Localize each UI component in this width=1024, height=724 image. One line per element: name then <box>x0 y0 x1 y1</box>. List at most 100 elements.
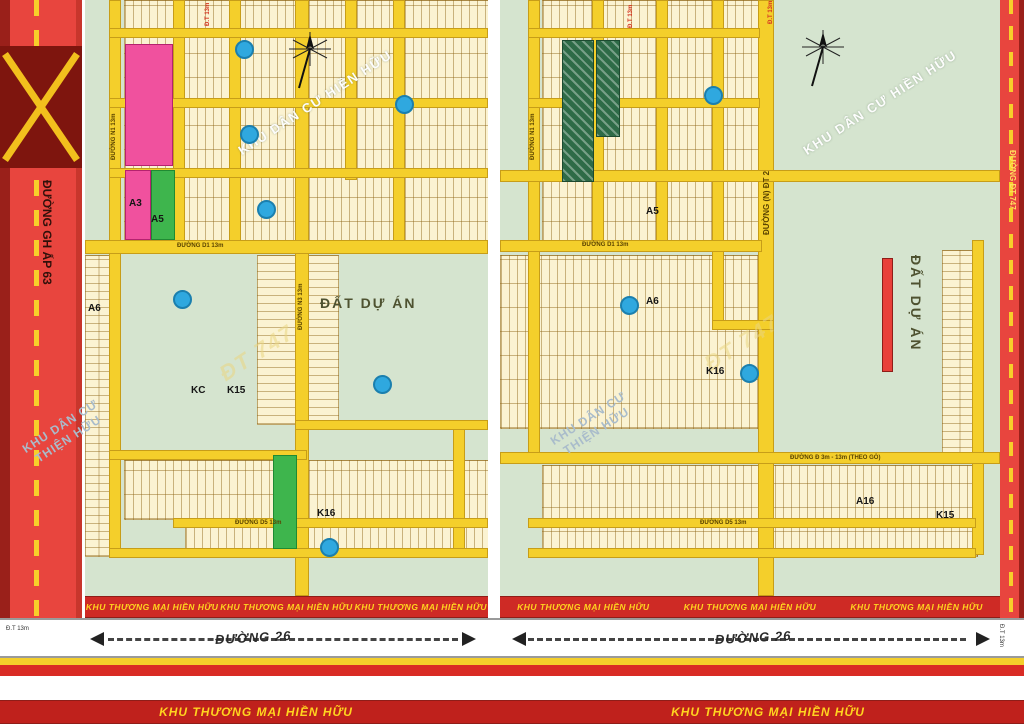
commercial-banner-bottom: KHU THƯƠNG MẠI HIỀN HỮU KHU THƯƠNG MẠI H… <box>0 700 1024 724</box>
road-vertical <box>972 240 984 555</box>
blue-marker <box>620 296 639 315</box>
area-label-project-land: ĐẤT DỰ ÁN <box>908 255 924 352</box>
right-boundary-road: ĐƯỜNG ĐT 747 <box>1000 0 1024 618</box>
road-name-label: ĐƯỜNG (N) ĐT 2 <box>762 170 771 235</box>
road-vertical-main <box>295 0 309 596</box>
bottom-road-name: ĐƯỜNG 26 <box>714 628 792 647</box>
block-badge: K15 <box>227 385 246 396</box>
commercial-banner-text: KHU THƯƠNG MẠI HIỀN HỮU <box>850 602 983 612</box>
block-badge: A6 <box>646 296 659 307</box>
highlighted-block-green <box>151 170 175 240</box>
road-name-label: ĐƯỜNG N3 13m <box>298 283 304 330</box>
road-name-label: ĐƯỜNG D1 13m <box>177 243 224 249</box>
road-horizontal <box>500 452 1000 464</box>
subdivision-map-left: KHU DÂN CƯ HIỀN HỮU ĐẤT DỰ ÁN ĐT 747 ĐƯỜ… <box>85 0 488 596</box>
left-boundary-road: ĐƯỜNG GH ẤP 63 <box>0 0 82 618</box>
road-horizontal-main <box>85 240 488 254</box>
reserved-block-darkgreen <box>562 40 594 182</box>
road-centerline <box>108 638 458 641</box>
road-name-label: ĐƯỜNG N1 13m <box>111 113 117 160</box>
road-center-dashes <box>1009 0 1013 618</box>
closed-block <box>0 46 82 168</box>
road-vertical <box>345 0 357 180</box>
road-horizontal <box>173 518 488 528</box>
road-vertical <box>528 0 540 455</box>
compass-icon <box>798 30 848 93</box>
blue-marker <box>704 86 723 105</box>
blue-marker <box>320 538 339 557</box>
road-name-label: ĐƯỜNG Đ 3m - 13m (THEO GÒ) <box>790 455 881 461</box>
road-horizontal <box>109 548 488 558</box>
direction-arrow-left-icon <box>512 632 526 646</box>
blue-marker <box>395 95 414 114</box>
left-road-name: ĐƯỜNG GH ẤP 63 <box>40 180 54 285</box>
road-horizontal <box>528 518 976 528</box>
commercial-banner-text: KHU THƯƠNG MẠI HIỀN HỮU <box>517 602 650 612</box>
reserved-block-darkgreen <box>596 40 620 137</box>
highlighted-block-green <box>273 455 297 549</box>
subdivision-map-right: KHU DÂN CƯ HIỀN HỮU KHU DÂN CƯ THIỆN HỮU… <box>500 0 1000 596</box>
direction-arrow-left-icon <box>90 632 104 646</box>
road-horizontal <box>528 98 760 108</box>
commercial-banner-text: KHU THƯƠNG MẠI HIỀN HỮU <box>671 705 865 719</box>
blue-marker <box>173 290 192 309</box>
blue-marker <box>240 125 259 144</box>
blue-marker <box>235 40 254 59</box>
area-label-project-land: ĐẤT DỰ ÁN <box>320 295 417 311</box>
road-vertical <box>453 425 465 558</box>
commercial-banner-text: KHU THƯƠNG MẠI HIỀN HỮU <box>85 602 219 612</box>
block-badge: A5 <box>646 206 659 217</box>
road-horizontal <box>109 28 488 38</box>
road-horizontal <box>528 548 976 558</box>
block-badge: KC <box>191 385 206 396</box>
road-vertical-main <box>758 0 774 596</box>
road-horizontal <box>500 170 1000 182</box>
block-badge: A5 <box>151 214 164 225</box>
road-name-label: ĐƯỜNG N1 13m <box>530 113 536 160</box>
direction-arrow-right-icon <box>976 632 990 646</box>
block-badge: K16 <box>317 508 336 519</box>
commercial-banner-text: KHU THƯƠNG MẠI HIỀN HỮU <box>220 602 353 612</box>
commercial-banner-text: KHU THƯƠNG MẠI HIỀN HỮU <box>683 602 817 612</box>
road-name-label: ĐƯỜNG D1 13m <box>582 242 629 248</box>
road-name-label: ĐƯỜNG D5 13m <box>700 520 747 526</box>
block-badge: K16 <box>706 366 725 377</box>
highlighted-block-pink <box>125 170 151 240</box>
road-horizontal <box>109 450 307 460</box>
road-horizontal <box>528 28 760 38</box>
block-badge: A6 <box>88 303 101 314</box>
road-center-dashes <box>34 0 39 618</box>
road-width-note: Đ.T 13m <box>628 4 634 28</box>
right-road-name: ĐƯỜNG ĐT 747 <box>1008 150 1017 210</box>
road-name-label: ĐƯỜNG D5 13m <box>235 520 282 526</box>
road-vertical <box>712 0 724 330</box>
block-badge: K15 <box>936 510 955 521</box>
road-horizontal <box>712 320 774 330</box>
lot-block <box>942 250 978 457</box>
red-road-segment <box>882 258 893 372</box>
blue-marker <box>373 375 392 394</box>
red-strip <box>0 665 1024 676</box>
road-width-note: Đ.T 13m <box>998 624 1004 647</box>
road-horizontal <box>295 420 488 430</box>
blue-marker <box>257 200 276 219</box>
road-vertical <box>109 0 121 558</box>
road-width-note: Đ.T 13m <box>768 0 774 24</box>
blue-marker <box>740 364 759 383</box>
road-horizontal-main <box>500 240 762 252</box>
block-badge: A3 <box>129 198 142 209</box>
yellow-strip <box>0 658 1024 665</box>
commercial-banner-right: KHU THƯƠNG MẠI HIỀN HỮU KHU THƯƠNG MẠI H… <box>500 596 1000 618</box>
x-cross-icon <box>2 52 80 162</box>
road-width-note: Đ.T 13m <box>205 2 211 26</box>
road-centerline <box>528 638 966 641</box>
compass-icon <box>285 32 335 95</box>
bottom-road: ĐƯỜNG 26 ĐƯỜNG 26 Đ.T 13m Đ.T 13m <box>0 618 1024 658</box>
road-edge-stripe <box>1019 0 1024 618</box>
commercial-banner-text: KHU THƯƠNG MẠI HIỀN HỮU <box>354 602 488 612</box>
road-width-note: Đ.T 13m <box>6 626 29 632</box>
road-edge-stripe <box>0 0 10 618</box>
highlighted-block-pink <box>125 44 173 166</box>
direction-arrow-right-icon <box>462 632 476 646</box>
